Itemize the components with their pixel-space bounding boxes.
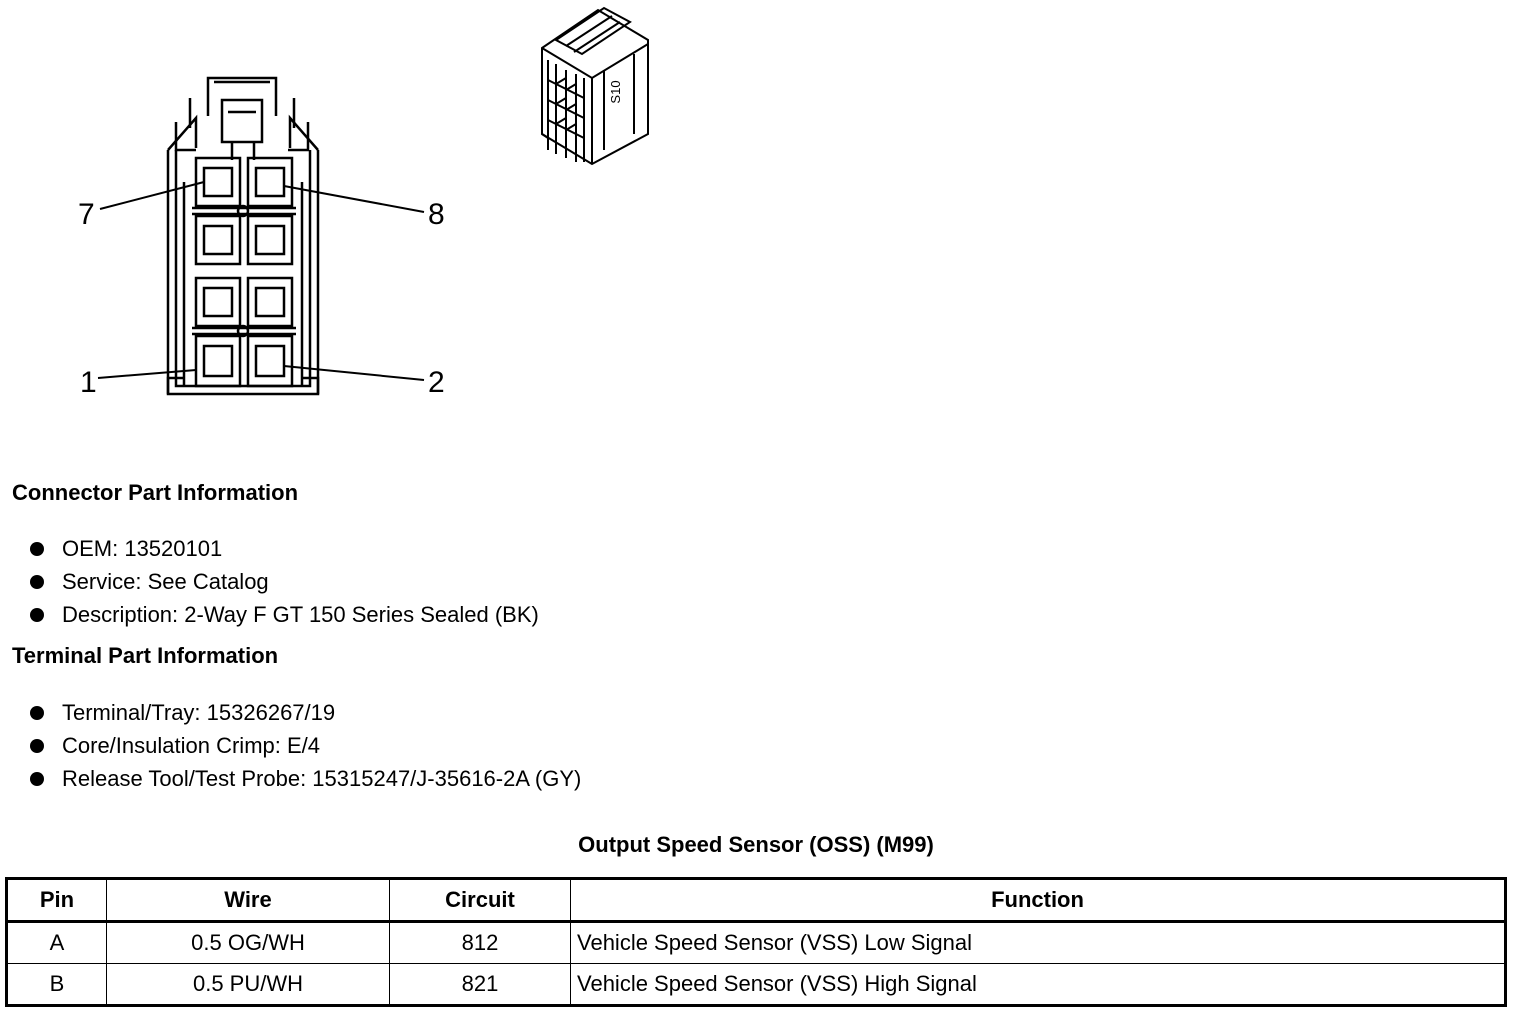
cell-function: Vehicle Speed Sensor (VSS) Low Signal [570,921,1506,964]
pin-label-1: 1 [80,366,97,399]
list-item: Core/Insulation Crimp: E/4 [28,729,581,762]
table-title: Output Speed Sensor (OSS) (M99) [578,832,934,857]
bullet-icon [30,608,44,622]
column-header-circuit: Circuit [389,878,571,923]
table-row: B 0.5 PU/WH 821 Vehicle Speed Sensor (VS… [6,963,1506,1006]
list-item-text: Release Tool/Test Probe: 15315247/J-3561… [62,766,582,791]
bullet-icon [30,772,44,786]
column-header-wire: Wire [106,878,390,923]
terminal-part-info-list: Terminal/Tray: 15326267/19 Core/Insulati… [28,696,581,795]
list-item-text: Description: 2-Way F GT 150 Series Seale… [62,602,539,627]
bullet-icon [30,739,44,753]
terminal-part-info-heading: Terminal Part Information [12,643,279,668]
connector-part-info-heading: Connector Part Information [12,480,299,505]
list-item: OEM: 13520101 [28,532,539,565]
cell-wire: 0.5 PU/WH [106,963,390,1006]
cell-pin: A [6,921,107,964]
bullet-icon [30,575,44,589]
pinout-table: Pin Wire Circuit Function A 0.5 OG/WH 81… [5,877,1507,1007]
pin-label-7: 7 [78,198,95,231]
table-row: A 0.5 OG/WH 812 Vehicle Speed Sensor (VS… [6,921,1506,964]
side-view-marking: S10 [608,80,623,103]
connector-diagram: 7 8 1 2 S10 [78,6,649,399]
list-item: Description: 2-Way F GT 150 Series Seale… [28,598,539,631]
cell-pin: B [6,963,107,1006]
column-header-function: Function [570,878,1506,923]
cell-function: Vehicle Speed Sensor (VSS) High Signal [570,963,1506,1006]
cell-circuit: 821 [389,963,571,1006]
pin-label-8: 8 [428,198,445,231]
list-item-text: Terminal/Tray: 15326267/19 [62,700,336,725]
cell-circuit: 812 [389,921,571,964]
pin-label-2: 2 [428,366,445,399]
list-item-text: Service: See Catalog [62,569,269,594]
table-header-row: Pin Wire Circuit Function [6,878,1506,923]
bullet-icon [30,542,44,556]
list-item: Service: See Catalog [28,565,539,598]
connector-part-info-list: OEM: 13520101 Service: See Catalog Descr… [28,532,539,631]
cell-wire: 0.5 OG/WH [106,921,390,964]
list-item-text: OEM: 13520101 [62,536,223,561]
list-item-text: Core/Insulation Crimp: E/4 [62,733,320,758]
list-item: Terminal/Tray: 15326267/19 [28,696,581,729]
bullet-icon [30,706,44,720]
column-header-pin: Pin [6,878,107,923]
connector-side-view [541,6,649,166]
list-item: Release Tool/Test Probe: 15315247/J-3561… [28,762,581,795]
